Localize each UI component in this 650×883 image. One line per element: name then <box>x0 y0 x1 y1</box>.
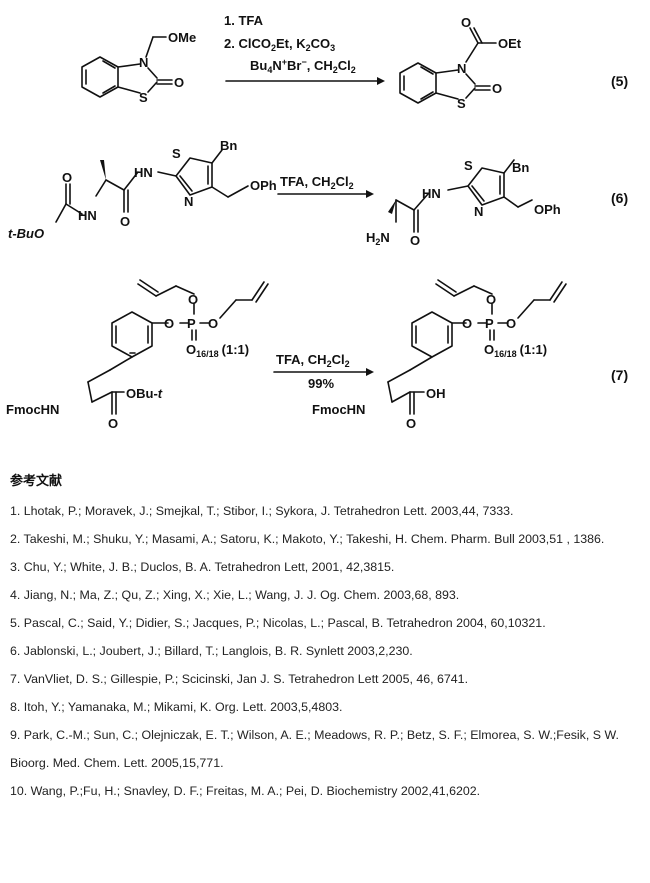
scheme-5-prod-s: S <box>457 96 466 111</box>
scheme-5-step2: 2. ClCO2Et, K2CO3 <box>224 36 335 53</box>
scheme-6-o1: O <box>120 214 130 229</box>
reaction-schemes: N S O OMe 1. TFA 2. ClCO2Et, K2CO3 Bu4N+… <box>6 13 628 431</box>
scheme-6-prod-o: O <box>410 233 420 248</box>
scheme-6-s: S <box>172 146 181 161</box>
scheme-5-ome: OMe <box>168 30 196 45</box>
scheme-5-n: N <box>139 55 148 70</box>
scheme-6-prod-s: S <box>464 158 473 173</box>
references-list: 1. Lhotak, P.; Moravek, J.; Smejkal, T.;… <box>10 497 642 805</box>
scheme-7-obu: OBu-t <box>126 386 163 401</box>
reference-item: 4. Jiang, N.; Ma, Z.; Qu, Z.; Xing, X.; … <box>10 588 460 602</box>
scheme-6-bn: Bn <box>220 138 237 153</box>
scheme-7-prod-p: P <box>485 316 494 331</box>
scheme-7-prod-o-a: O <box>486 292 496 307</box>
scheme-5-prod-carbonyl-o: O <box>461 15 471 30</box>
scheme-6-reactant: S Bn N OPh HN O HN O t-BuO <box>8 138 277 241</box>
scheme-5-prod-o: O <box>492 81 502 96</box>
scheme-6-prod-hn: HN <box>422 186 441 201</box>
scheme-5: N S O OMe 1. TFA 2. ClCO2Et, K2CO3 Bu4N+… <box>81 13 628 111</box>
scheme-5-prod-n: N <box>457 61 466 76</box>
scheme-6-prod-h2n: H2N <box>366 230 390 247</box>
scheme-7-o-b: O <box>208 316 218 331</box>
scheme-7-label: (7) <box>611 367 628 383</box>
reference-item: 8. Itoh, Y.; Yamanaka, M.; Mikami, K. Or… <box>10 700 343 714</box>
scheme-7-yield: 99% <box>308 376 334 391</box>
scheme-7-conditions: TFA, CH2Cl2 99% <box>273 352 374 391</box>
scheme-5-o: O <box>174 75 184 90</box>
scheme-6-label: (6) <box>611 190 628 206</box>
reference-item: 6. Jablonski, L.; Joubert, J.; Billard, … <box>10 644 413 658</box>
reference-item: 3. Chu, Y.; White, J. B.; Duclos, B. A. … <box>10 560 395 574</box>
scheme-7-reactant: O P O O O16/18(1:1) FmocHN OBu-t O <box>6 279 269 431</box>
scheme-5-prod-oet: OEt <box>498 36 522 51</box>
reference-item: 2. Takeshi, M.; Shuku, Y.; Masami, A.; S… <box>10 532 605 546</box>
scheme-7-p: P <box>187 316 196 331</box>
scheme-7-product: O P O O O16/18(1:1) FmocHN OH O <box>312 279 567 431</box>
scheme-5-step1: 1. TFA <box>224 13 264 28</box>
reference-item: 10. Wang, P.;Fu, H.; Snavley, D. F.; Fre… <box>10 784 481 798</box>
scheme-6-tbuo: t-BuO <box>8 226 44 241</box>
scheme-7-o-dbl: O16/18(1:1) <box>186 342 249 359</box>
scheme-7-prod-o-b: O <box>506 316 516 331</box>
references-heading: 参考文献 <box>10 473 63 488</box>
scheme-7: O P O O O16/18(1:1) FmocHN OBu-t O TFA, … <box>6 279 628 431</box>
scheme-5-label: (5) <box>611 73 628 89</box>
scheme-6-hn: HN <box>134 165 153 180</box>
scheme-6-nh: HN <box>78 208 97 223</box>
scheme-7-o-aryl: O <box>164 316 174 331</box>
scheme-6-o2: O <box>62 170 72 185</box>
scheme-7-o-a: O <box>188 292 198 307</box>
scheme-7-prod-fmochn: FmocHN <box>312 402 365 417</box>
scheme-5-product: N S O O OEt <box>399 15 522 111</box>
scheme-6-prod-bn: Bn <box>512 160 529 175</box>
reference-item: 7. VanVliet, D. S.; Gillespie, P.; Scici… <box>10 672 469 686</box>
scheme-6-oph: OPh <box>250 178 277 193</box>
scheme-6-prod-oph: OPh <box>534 202 561 217</box>
scheme-6-prod-n: N <box>474 204 483 219</box>
scheme-5-step2b: Bu4N+Br−, CH2Cl2 <box>250 57 356 75</box>
reference-item: 9. Park, C.-M.; Sun, C.; Olejniczak, E. … <box>10 728 619 770</box>
scheme-7-reagents: TFA, CH2Cl2 <box>276 352 350 369</box>
scheme-6-conditions: TFA, CH2Cl2 <box>277 174 374 198</box>
scheme-6-product: S Bn N OPh HN O H2N <box>366 158 561 248</box>
scheme-7-prod-o-dbl: O16/18(1:1) <box>484 342 547 359</box>
scheme-6-n: N <box>184 194 193 209</box>
scheme-7-prod-o-aryl: O <box>462 316 472 331</box>
scheme-7-o: O <box>108 416 118 431</box>
scheme-5-s: S <box>139 90 148 105</box>
scheme-5-reactant: N S O OMe <box>81 30 196 105</box>
scheme-7-prod-oh: OH <box>426 386 446 401</box>
reference-item: 5. Pascal, C.; Said, Y.; Didier, S.; Jac… <box>10 616 546 630</box>
scheme-6: S Bn N OPh HN O HN O t-BuO TFA, CH2Cl2 <box>8 138 628 248</box>
scheme-7-fmochn: FmocHN <box>6 402 59 417</box>
scheme-6-reagents: TFA, CH2Cl2 <box>280 174 354 191</box>
scheme-7-prod-o: O <box>406 416 416 431</box>
reference-item: 1. Lhotak, P.; Moravek, J.; Smejkal, T.;… <box>10 504 514 518</box>
scheme-5-conditions: 1. TFA 2. ClCO2Et, K2CO3 Bu4N+Br−, CH2Cl… <box>224 13 385 85</box>
